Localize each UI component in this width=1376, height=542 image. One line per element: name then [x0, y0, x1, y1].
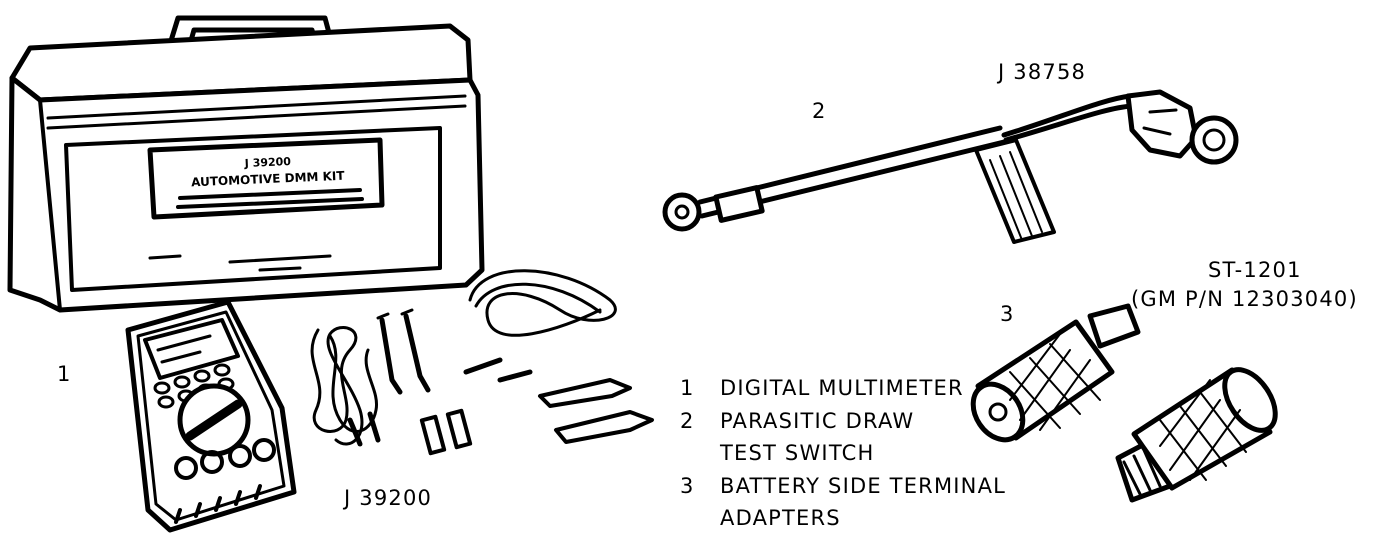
switch-knob: [1189, 115, 1239, 165]
alligator-clip-2: [554, 410, 654, 444]
legend-text: BATTERY SIDE TERMINAL: [720, 473, 1007, 498]
test-leads: [310, 269, 654, 456]
case-label-panel: [64, 126, 442, 292]
part-number-draw-switch: J 38758: [998, 60, 1087, 84]
legend-item-3: 3 BATTERY SIDE TERMINAL: [680, 470, 1006, 503]
parasitic-draw-switch: [662, 89, 1239, 244]
part-number-adapters-line1: ST-1201: [1208, 258, 1302, 282]
alligator-clip-1: [538, 378, 632, 408]
switch-head: [1125, 89, 1199, 159]
dmm-display: [143, 318, 240, 380]
legend-item-2: 2 PARASITIC DRAW: [680, 405, 1006, 438]
ring-terminal: [662, 192, 702, 232]
terminal-adapter-1: [970, 303, 1141, 443]
legend-number: 2: [680, 408, 695, 433]
case-label-line2: AUTOMOTIVE DMM KIT: [191, 169, 346, 190]
callout-2: 2: [812, 99, 827, 123]
legend-text: DIGITAL MULTIMETER: [720, 376, 964, 400]
legend-item-1: 1 DIGITAL MULTIMETER: [680, 372, 1006, 405]
carrying-case: J 39200 AUTOMOTIVE DMM KIT: [7, 15, 485, 313]
legend-item-3-continued: ADAPTERS: [680, 502, 1006, 535]
legend-number: 3: [680, 473, 695, 498]
callout-3: 3: [1000, 302, 1015, 326]
terminal-adapter-2: [1115, 367, 1278, 503]
case-label-line1: J 39200: [243, 155, 291, 170]
dmm-jacks: [174, 438, 276, 480]
digital-multimeter: [125, 299, 297, 533]
legend-text: ADAPTERS: [720, 506, 841, 530]
legend-text: PARASITIC DRAW: [720, 408, 915, 433]
legend-text: TEST SWITCH: [720, 441, 875, 465]
part-number-adapters-line2: (GM P/N 12303040): [1131, 287, 1358, 311]
parts-legend: 1 DIGITAL MULTIMETER 2 PARASITIC DRAW TE…: [680, 372, 1006, 535]
callout-1: 1: [57, 362, 72, 386]
legend-number: 1: [680, 376, 695, 400]
legend-item-2-continued: TEST SWITCH: [680, 437, 1006, 470]
part-number-dmm-kit: J 39200: [344, 486, 433, 510]
